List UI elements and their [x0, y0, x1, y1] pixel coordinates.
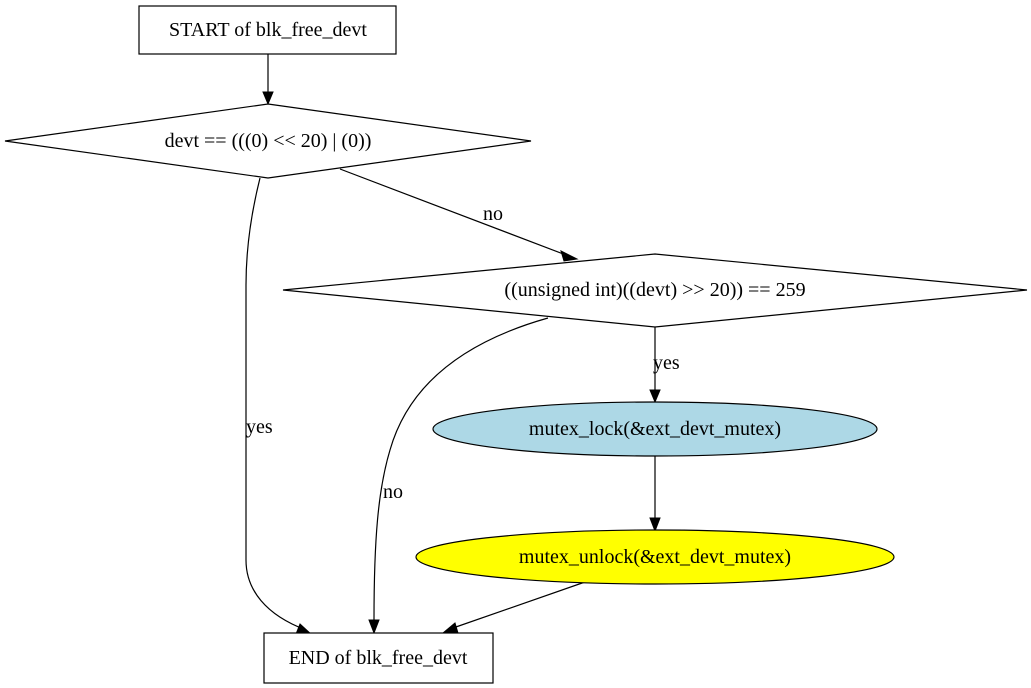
edge-label-no-condition-major: no — [383, 481, 403, 503]
edge-unlock-to-end — [441, 581, 586, 634]
mutex-lock-node: mutex_lock(&ext_devt_mutex) — [432, 401, 878, 457]
edge-condition-zero-yes — [245, 177, 314, 636]
mutex-unlock-label: mutex_unlock(&ext_devt_mutex) — [519, 546, 791, 568]
edge-lock-to-unlock — [649, 456, 661, 533]
edge-label-yes-condition-major: yes — [653, 352, 680, 374]
condition-devt-zero-node: devt == (((0) << 20) | (0)) — [4, 103, 532, 179]
mutex-lock-label: mutex_lock(&ext_devt_mutex) — [529, 418, 781, 440]
end-node: END of blk_free_devt — [263, 632, 494, 684]
edge-condition-major-yes — [649, 327, 661, 404]
mutex-unlock-node: mutex_unlock(&ext_devt_mutex) — [415, 529, 895, 585]
edge-label-yes-condition-zero: yes — [246, 416, 273, 438]
end-node-label: END of blk_free_devt — [289, 647, 468, 669]
condition-devt-zero-label: devt == (((0) << 20) | (0)) — [165, 130, 372, 152]
start-node: START of blk_free_devt — [138, 5, 397, 55]
edge-label-no-condition-zero: no — [483, 203, 503, 225]
start-node-label: START of blk_free_devt — [169, 19, 367, 41]
edge-start-to-condition — [262, 54, 274, 106]
condition-major-259-node: ((unsigned int)((devt) >> 20)) == 259 — [282, 253, 1028, 328]
edge-condition-major-no — [368, 317, 549, 635]
condition-major-259-label: ((unsigned int)((devt) >> 20)) == 259 — [504, 279, 805, 301]
edge-condition-zero-no — [339, 168, 579, 262]
